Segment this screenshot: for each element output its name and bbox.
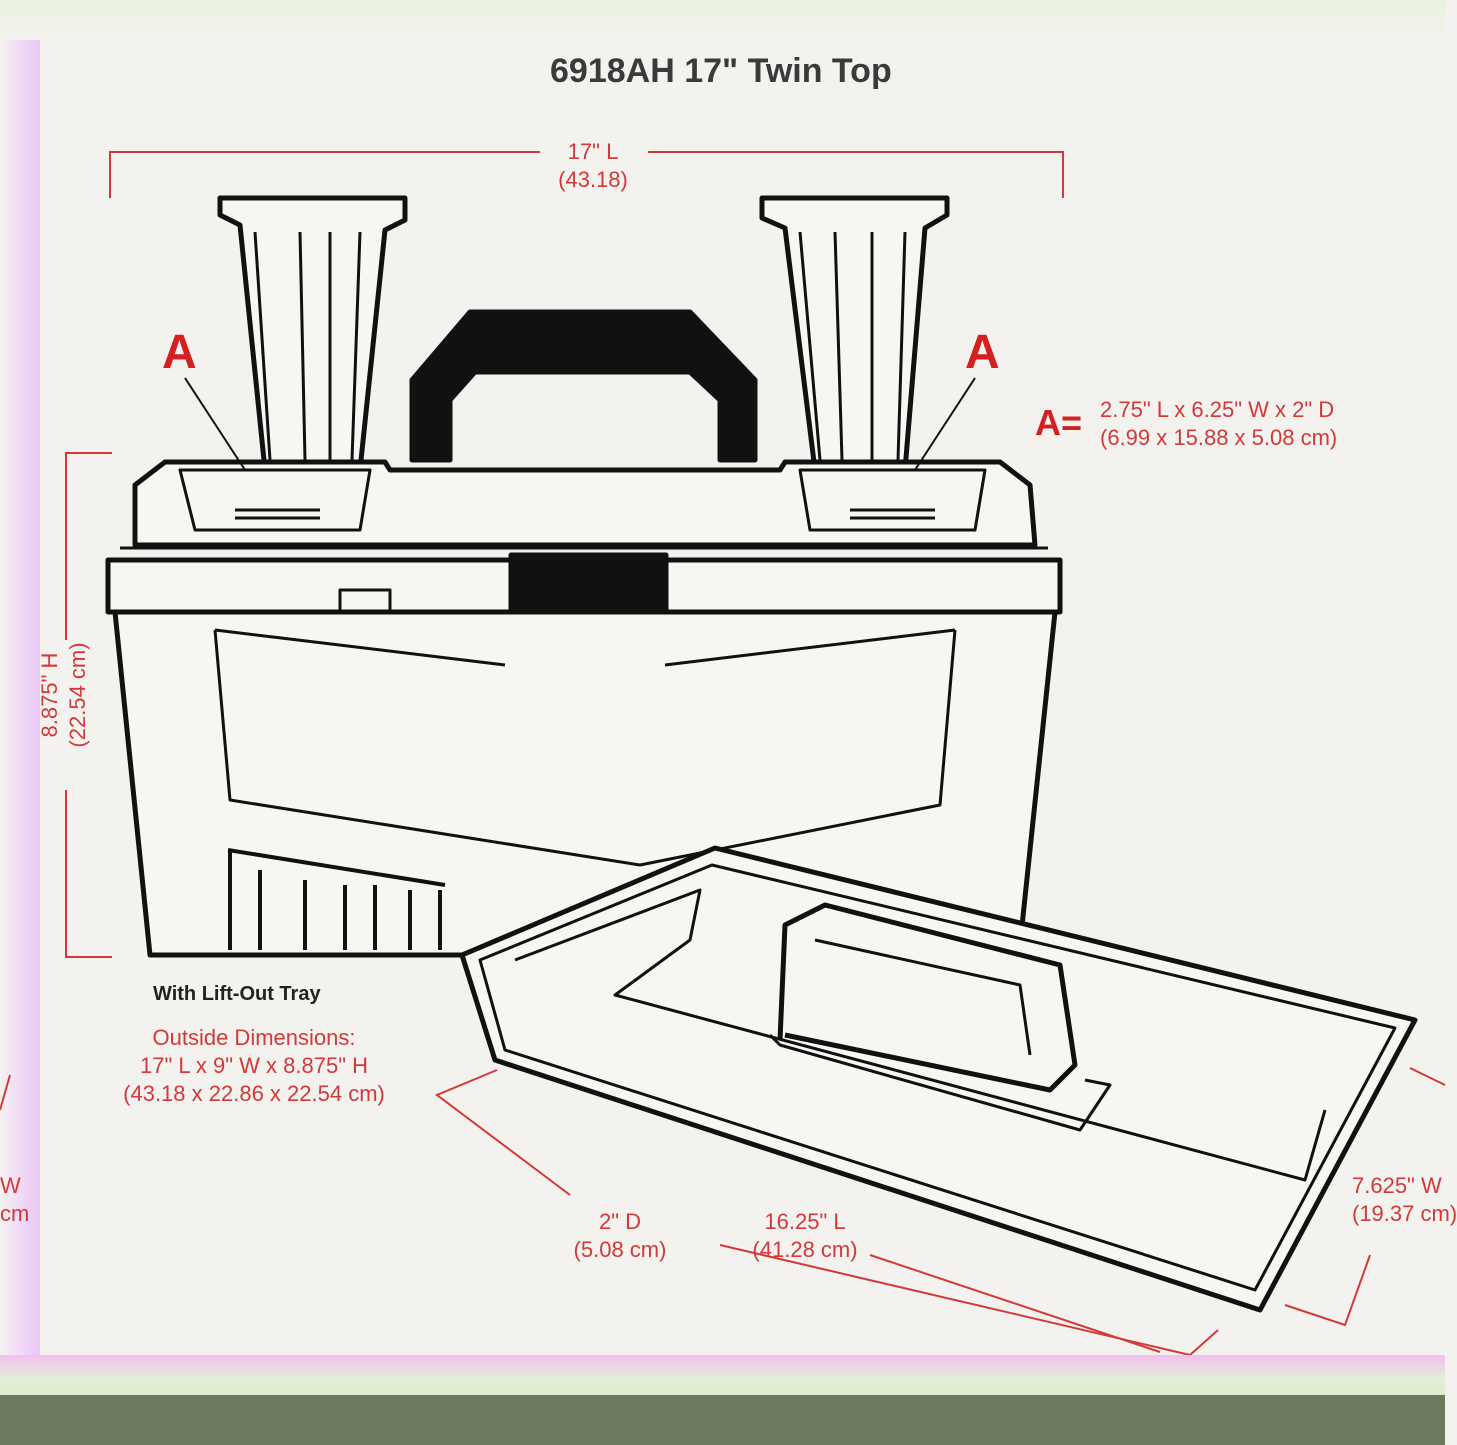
tray-depth-value-cm: (5.08 cm)	[573, 1237, 667, 1262]
compartment-size-cm: (6.99 x 15.88 x 5.08 cm)	[1100, 425, 1338, 450]
compartment-size-in: 2.75" L x 6.25" W x 2" D	[1100, 397, 1335, 422]
right-lid-ribs	[798, 231, 907, 461]
left-lid-ribs	[253, 231, 362, 461]
left-partial-label: W cm	[0, 1172, 29, 1228]
dimension-lines	[0, 151, 1446, 1357]
tray-depth-line	[435, 1069, 571, 1196]
tray-handle	[777, 902, 1078, 1093]
outside-dimensions-heading: Outside Dimensions:	[152, 1025, 356, 1050]
tray-inner-rim	[478, 863, 1397, 1292]
page-title: 6918AH 17" Twin Top	[550, 52, 892, 90]
compartment-key: A=	[1035, 402, 1083, 443]
carry-handle	[409, 309, 758, 463]
left-partial-line	[0, 1074, 11, 1111]
body-feet-ribs	[228, 850, 442, 950]
bottom-bar	[0, 1395, 1445, 1445]
body-panel	[213, 628, 957, 867]
compartment-grips	[235, 508, 935, 520]
tray-width-label: 7.625" W (19.37 cm)	[1352, 1172, 1457, 1228]
left-edge	[0, 40, 40, 1360]
tray-length-value-cm: (41.28 cm)	[752, 1237, 858, 1262]
height-dimension-line	[65, 452, 112, 958]
tray-width-line-bottom	[1284, 1254, 1371, 1327]
tray-width-value: 7.625" W	[1352, 1173, 1442, 1198]
compartment-recesses	[178, 468, 987, 532]
tray-depth-label: 2" D (5.08 cm)	[560, 1208, 680, 1264]
compartment-marker-left: A	[162, 326, 197, 379]
tray-length-value: 16.25" L	[764, 1209, 846, 1234]
tray-width-line-top	[1409, 1067, 1446, 1086]
tray-floor	[514, 888, 1327, 1182]
outside-dimensions: Outside Dimensions: 17" L x 9" W x 8.875…	[104, 1024, 404, 1108]
tray-handle-detail	[768, 938, 1112, 1132]
lift-out-tray	[459, 845, 1418, 1313]
top-edge	[0, 0, 1445, 40]
compartment-marker-right: A	[965, 326, 1000, 379]
tray-note: With Lift-Out Tray	[153, 983, 321, 1005]
length-dimension-line	[109, 151, 1064, 198]
compartment-size-label: 2.75" L x 6.25" W x 2" D (6.99 x 15.88 x…	[1100, 396, 1337, 452]
length-label: 17" L (43.18)	[548, 138, 638, 194]
length-value: 17" L	[567, 139, 619, 164]
bottom-edge	[0, 1355, 1445, 1395]
length-value-cm: (43.18)	[558, 167, 628, 192]
tray-outline	[459, 845, 1418, 1313]
tray-length-line	[869, 1254, 1161, 1353]
tray-length-label: 16.25" L (41.28 cm)	[735, 1208, 875, 1264]
outside-dimensions-cm: (43.18 x 22.86 x 22.54 cm)	[123, 1081, 385, 1106]
left-partial-w: W	[0, 1173, 21, 1198]
toolbox	[105, 195, 1063, 958]
tray-depth-value: 2" D	[598, 1209, 642, 1234]
tray-width-value-cm: (19.37 cm)	[1352, 1201, 1457, 1226]
outside-dimensions-in: 17" L x 9" W x 8.875" H	[139, 1053, 369, 1078]
left-partial-cm: cm	[0, 1201, 30, 1226]
